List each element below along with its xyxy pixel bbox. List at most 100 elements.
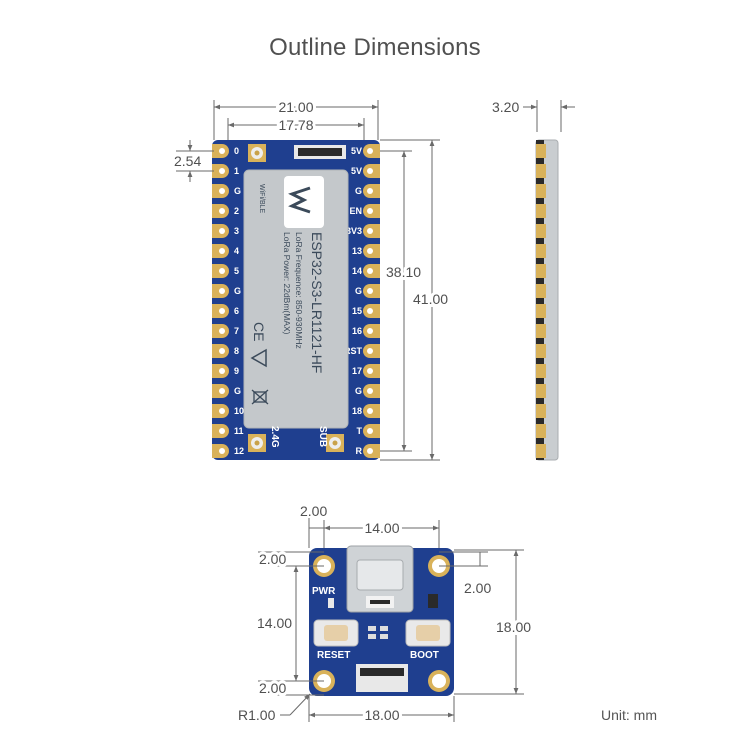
left-pin-label: 3 xyxy=(234,226,239,236)
back-view: PWR RESET BOOT 14.00 2.00 xyxy=(238,503,534,726)
pin-pad-icon xyxy=(212,204,229,218)
pin-pad-icon xyxy=(363,184,380,198)
left-pin-label: 9 xyxy=(234,366,239,376)
pin-pad-icon xyxy=(212,284,229,298)
side-pin-icon xyxy=(536,344,546,358)
pin-pad-icon xyxy=(212,344,229,358)
right-pin-label: 17 xyxy=(352,366,362,376)
side-pin-icon xyxy=(536,304,546,318)
module-power: LoRa Power: 22dBm(MAX) xyxy=(282,232,292,335)
side-pin-icon xyxy=(536,284,546,298)
right-pin-label: 5V xyxy=(351,146,362,156)
pin-pad-icon xyxy=(212,324,229,338)
dim-back-height: 18.00 xyxy=(496,619,531,635)
pin-pad-icon xyxy=(363,204,380,218)
right-pin-label: G xyxy=(355,186,362,196)
pin-pad-icon xyxy=(363,284,380,298)
dim-front-pitch: 2.54 xyxy=(174,153,201,169)
fpc-connector-bottom-icon xyxy=(356,664,408,692)
ufl-connector-top-icon xyxy=(248,144,266,162)
right-pin-label: EN xyxy=(349,206,362,216)
side-pin-icon xyxy=(536,244,546,258)
pin-pad-icon xyxy=(363,144,380,158)
left-pin-label: 2 xyxy=(234,206,239,216)
left-pin-label: 4 xyxy=(234,246,239,256)
pin-pad-icon xyxy=(363,304,380,318)
pin-pad-icon xyxy=(212,184,229,198)
pin-pad-icon xyxy=(212,444,229,458)
right-pin-label: G xyxy=(355,386,362,396)
left-pin-label: 11 xyxy=(234,426,244,436)
right-pin-label: 18 xyxy=(352,406,362,416)
left-pin-label: 0 xyxy=(234,146,239,156)
antenna-label-24g: 2.4G xyxy=(269,426,280,448)
right-pin-label: 5V xyxy=(351,166,362,176)
dim-front-inner-height: 38.10 xyxy=(386,264,421,280)
right-pin-pads xyxy=(363,144,380,458)
dim-back-hole-span-x: 14.00 xyxy=(364,520,399,536)
left-pin-label: 10 xyxy=(234,406,244,416)
waveshare-logo-icon xyxy=(284,176,324,228)
pin-pad-icon xyxy=(363,224,380,238)
left-pin-label: 7 xyxy=(234,326,239,336)
weee-icon xyxy=(251,389,269,405)
pin-pad-icon xyxy=(363,424,380,438)
pin-pad-icon xyxy=(363,324,380,338)
reset-button[interactable] xyxy=(313,619,359,647)
reset-label: RESET xyxy=(317,650,350,661)
right-pin-label: 3V3 xyxy=(346,226,362,236)
side-pin-icon xyxy=(536,364,546,378)
pin-pad-icon xyxy=(363,344,380,358)
dim-back-hole-span-y: 14.00 xyxy=(257,615,292,631)
dim-back-hole-offset-x: 2.00 xyxy=(300,503,327,519)
pwr-label: PWR xyxy=(312,586,336,597)
pin-pad-icon xyxy=(212,404,229,418)
pin-pad-icon xyxy=(363,444,380,458)
right-pin-label: 14 xyxy=(352,266,362,276)
module-model: ESP32-S3-LR1121-HF xyxy=(309,232,325,373)
left-pin-label: 12 xyxy=(234,446,244,456)
pin-pad-icon xyxy=(363,264,380,278)
pin-pad-icon xyxy=(212,364,229,378)
left-pin-label: G xyxy=(234,386,241,396)
left-pin-label: 8 xyxy=(234,346,239,356)
side-pin-icon xyxy=(536,204,546,218)
dim-back-width: 18.00 xyxy=(364,707,399,723)
usb-c-connector-icon xyxy=(346,545,414,613)
page-title: Outline Dimensions xyxy=(269,34,481,61)
side-pin-icon xyxy=(536,224,546,238)
dim-back-corner-radius: R1.00 xyxy=(238,707,276,723)
back-pcb xyxy=(309,548,454,696)
pin-pad-icon xyxy=(212,144,229,158)
dim-back-right-offset: 2.00 xyxy=(464,580,491,596)
warning-icon xyxy=(250,348,267,368)
ufl-connector-sub-icon xyxy=(326,434,344,452)
left-pin-label: 5 xyxy=(234,266,239,276)
pin-pad-icon xyxy=(363,164,380,178)
unit-label: Unit: mm xyxy=(601,707,657,723)
side-pin-icon xyxy=(536,184,546,198)
dim-back-hole-offset-y-top: 2.00 xyxy=(259,551,286,567)
fpc-connector-top-icon xyxy=(294,145,346,159)
side-pin-headers xyxy=(536,144,546,458)
pin-pad-icon xyxy=(363,364,380,378)
dim-side-thickness: 3.20 xyxy=(492,99,519,115)
side-pin-icon xyxy=(536,424,546,438)
pin-pad-icon xyxy=(212,224,229,238)
pin-pad-icon xyxy=(212,424,229,438)
module-shield xyxy=(243,169,349,429)
left-pin-label: 1 xyxy=(234,166,239,176)
smd-components-icon xyxy=(368,594,438,639)
dim-front-pin-span: 17.78 xyxy=(278,117,313,133)
side-view: 3.20 xyxy=(492,99,575,461)
module-frequency: LoRa Frequence: 850-930MHz xyxy=(294,232,304,349)
ufl-connector-24g-icon xyxy=(248,434,266,452)
right-pin-label: 13 xyxy=(352,246,362,256)
side-pin-icon xyxy=(536,144,546,158)
boot-button[interactable] xyxy=(405,619,451,647)
side-pin-icon xyxy=(536,384,546,398)
